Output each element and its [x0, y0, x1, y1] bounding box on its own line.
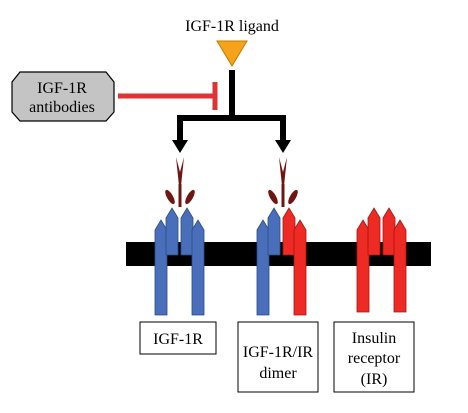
- hybrid-red-inner: [282, 207, 296, 256]
- hybrid-binding-site: [268, 157, 298, 207]
- ligand-label: IGF-1R ligand: [185, 18, 279, 35]
- ligand-triangle: [216, 40, 248, 67]
- igf1r-right-chain: [191, 219, 205, 316]
- ir-left-chain: [356, 219, 370, 313]
- antibodies-label-line2: antibodies: [29, 99, 95, 116]
- label-box-hybrid: [237, 321, 319, 393]
- label-box-ir: [333, 321, 415, 393]
- arrow-to-igf1r: [172, 140, 188, 153]
- hybrid-blue-inner: [267, 207, 281, 256]
- label-box-igf1r: [139, 321, 217, 355]
- hybrid-red-chain: [293, 219, 307, 316]
- insulin-receptor: [356, 207, 407, 313]
- label-igf1r: IGF-1R: [153, 331, 203, 348]
- igf1r-left-chain: [154, 219, 168, 316]
- igf1r-receptor: [154, 157, 205, 316]
- antibodies-label-line1: IGF-1R: [37, 80, 87, 97]
- antibodies-box: [11, 71, 115, 122]
- ir-right-chain: [393, 219, 407, 313]
- arrow-to-hybrid: [275, 140, 291, 153]
- ir-inner-right: [382, 207, 396, 256]
- label-hybrid-line2: dimer: [259, 365, 297, 382]
- igf1r-binding-site: [165, 157, 195, 207]
- label-hybrid-line1: IGF-1R/IR: [243, 344, 314, 361]
- igf1r-inner-right: [180, 207, 194, 256]
- hybrid-blue-chain: [256, 219, 270, 316]
- label-ir-line1: Insulin: [352, 330, 396, 347]
- split-connector: [177, 115, 286, 142]
- label-ir-line3: (IR): [361, 371, 388, 388]
- ir-inner-left: [367, 207, 381, 256]
- hybrid-receptor: [256, 157, 307, 316]
- label-ir-line2: receptor: [348, 350, 401, 367]
- igf1r-inner-left: [165, 207, 179, 256]
